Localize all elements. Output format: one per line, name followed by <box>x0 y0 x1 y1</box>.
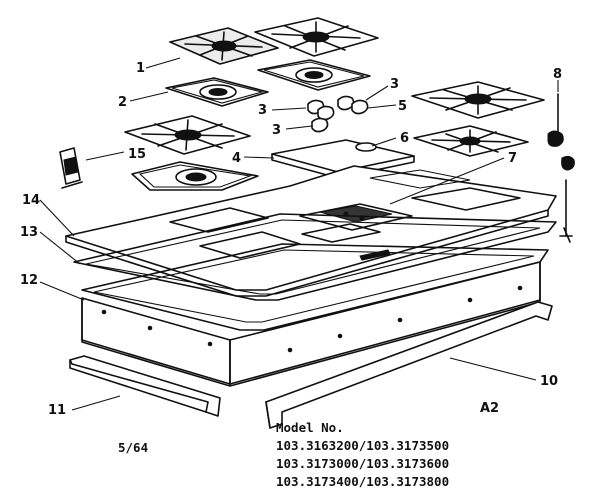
callout-3-lower: 3 <box>272 123 281 138</box>
burner-grate-front-left <box>124 115 251 155</box>
burner-grate-rear-left <box>168 27 280 65</box>
callout-15: 15 <box>128 147 146 162</box>
callout-labels: 1 2 3 3 3 4 5 6 7 8 10 11 12 13 14 15 <box>20 61 562 418</box>
callout-7: 7 <box>508 151 517 166</box>
callout-5: 5 <box>398 99 407 114</box>
callout-3-right: 3 <box>390 77 399 92</box>
burner-bowl-front <box>131 161 259 191</box>
burner-bowl-right <box>257 59 371 91</box>
burner-grate-right-rear <box>411 81 545 119</box>
model-number-line-3: 103.3173400/103.3173800 <box>276 474 449 489</box>
callout-12: 12 <box>20 273 38 288</box>
burner-bowl-left <box>165 77 269 107</box>
burner-head-parts <box>307 95 369 133</box>
callout-10: 10 <box>540 374 558 389</box>
callout-3-left: 3 <box>258 103 267 118</box>
valve-spring-assembly <box>547 93 575 243</box>
section-code: A2 <box>480 401 499 416</box>
burner-box-chassis <box>81 261 541 387</box>
page-reference: 5/64 <box>118 440 148 455</box>
callout-4: 4 <box>232 151 241 166</box>
leader-lines <box>39 57 559 411</box>
support-rail-left <box>69 355 221 417</box>
control-switch <box>59 147 83 189</box>
callout-6: 6 <box>400 131 409 146</box>
model-number-line-1: 103.3163200/103.3173500 <box>276 438 449 453</box>
model-number-line-2: 103.3173000/103.3173600 <box>276 456 449 471</box>
support-rail-right <box>265 301 553 429</box>
burner-grate-right-front <box>413 125 529 157</box>
callout-14: 14 <box>22 193 40 208</box>
callout-1: 1 <box>136 61 145 76</box>
callout-2: 2 <box>118 95 127 110</box>
callout-8: 8 <box>553 67 562 82</box>
callout-13: 13 <box>20 225 38 240</box>
callout-11: 11 <box>48 403 66 418</box>
model-heading: Model No. <box>276 420 344 435</box>
burner-grate-rear-right <box>254 17 379 57</box>
